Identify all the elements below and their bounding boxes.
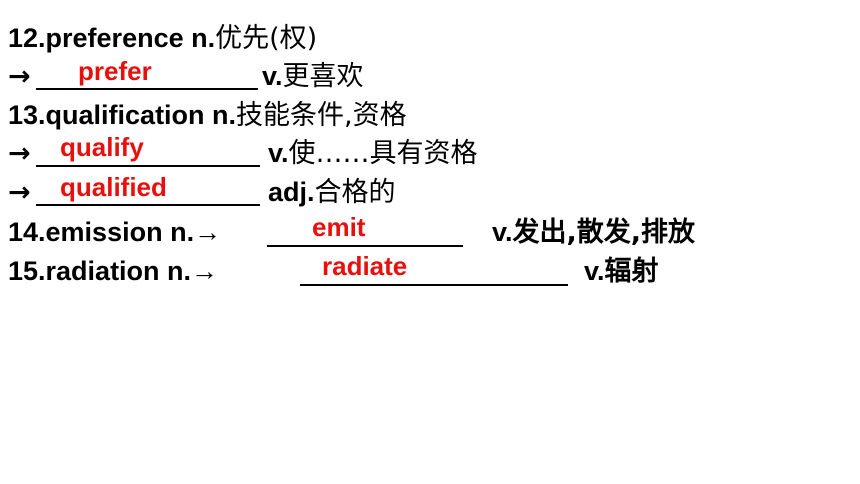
pos-label: v.	[492, 217, 513, 247]
pos-label: v.	[262, 61, 283, 91]
entry-13-word: 13.qualification n.	[8, 100, 237, 130]
answer-qualify: qualify	[60, 132, 144, 162]
entry-12-derivative-row: →	[8, 58, 31, 94]
derivative-meaning: 合格的	[314, 177, 396, 208]
answer-blank	[36, 165, 260, 167]
pos-label: v.	[268, 138, 289, 168]
entry-13-heading: 13.qualification n.技能条件,资格	[8, 97, 407, 133]
entry-12-derivative-pos: v.更喜欢	[262, 58, 364, 95]
answer-prefer: prefer	[78, 56, 152, 86]
pos-label: adj.	[268, 177, 315, 207]
pos-label: v.	[584, 256, 605, 286]
answer-blank	[36, 88, 258, 90]
entry-12-word: 12.preference n.	[8, 23, 216, 53]
derivative-meaning: 发出,散发,排放	[512, 217, 696, 248]
arrow-icon: →	[8, 61, 31, 92]
entry-12-meaning: 优先(权)	[215, 23, 318, 54]
entry-13-derivative-row-2: →	[8, 174, 31, 210]
answer-blank	[267, 245, 463, 247]
answer-blank	[300, 284, 568, 286]
entry-15-derivative-pos: v.辐射	[584, 253, 659, 290]
answer-radiate: radiate	[322, 251, 408, 281]
derivative-meaning: 使……具有资格	[288, 138, 478, 169]
answer-emit: emit	[312, 212, 366, 242]
entry-15-word: 15.radiation n.→	[8, 256, 219, 286]
answer-qualified: qualified	[60, 172, 167, 202]
entry-14-heading: 14.emission n.→	[8, 214, 221, 250]
entry-13-derivative-row-1: →	[8, 135, 31, 171]
arrow-icon: →	[8, 177, 31, 208]
derivative-meaning: 辐射	[604, 256, 659, 287]
entry-13-meaning: 技能条件,资格	[236, 100, 407, 131]
entry-13-derivative-pos-2: adj.合格的	[268, 174, 396, 211]
entry-14-word: 14.emission n.→	[8, 217, 222, 247]
entry-12-heading: 12.preference n.优先(权)	[8, 20, 317, 56]
answer-blank	[36, 204, 260, 206]
entry-14-derivative-pos: v.发出,散发,排放	[492, 214, 695, 251]
derivative-meaning: 更喜欢	[282, 61, 364, 92]
entry-13-derivative-pos-1: v.使……具有资格	[268, 135, 478, 172]
arrow-icon: →	[8, 138, 31, 169]
entry-15-heading: 15.radiation n.→	[8, 253, 218, 289]
